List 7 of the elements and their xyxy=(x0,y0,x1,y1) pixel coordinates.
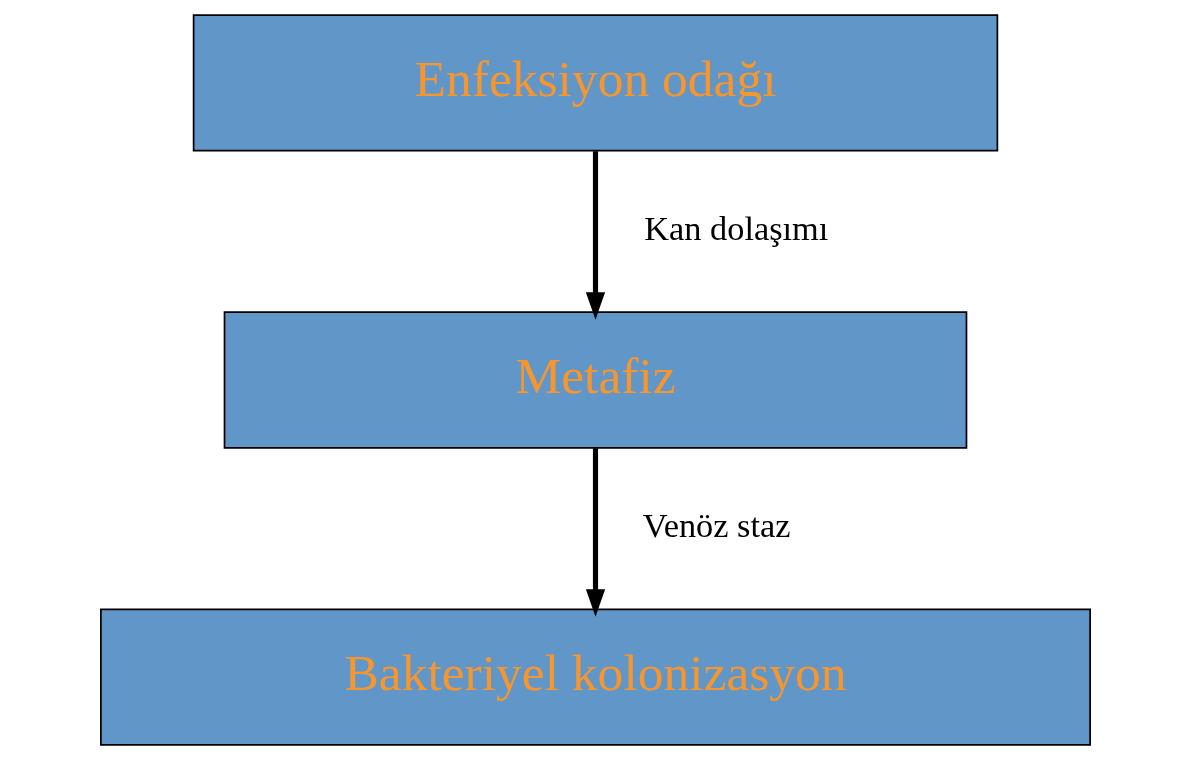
arrow xyxy=(585,448,605,617)
node-box: Bakteriyel kolonizasyon xyxy=(99,608,1091,746)
edge-label: Venöz staz xyxy=(642,506,790,545)
node-box: Metafiz xyxy=(223,311,967,449)
edge-label: Kan dolaşımı xyxy=(643,209,828,248)
arrow xyxy=(585,151,605,320)
node-box: Enfeksiyon odağı xyxy=(192,14,998,152)
